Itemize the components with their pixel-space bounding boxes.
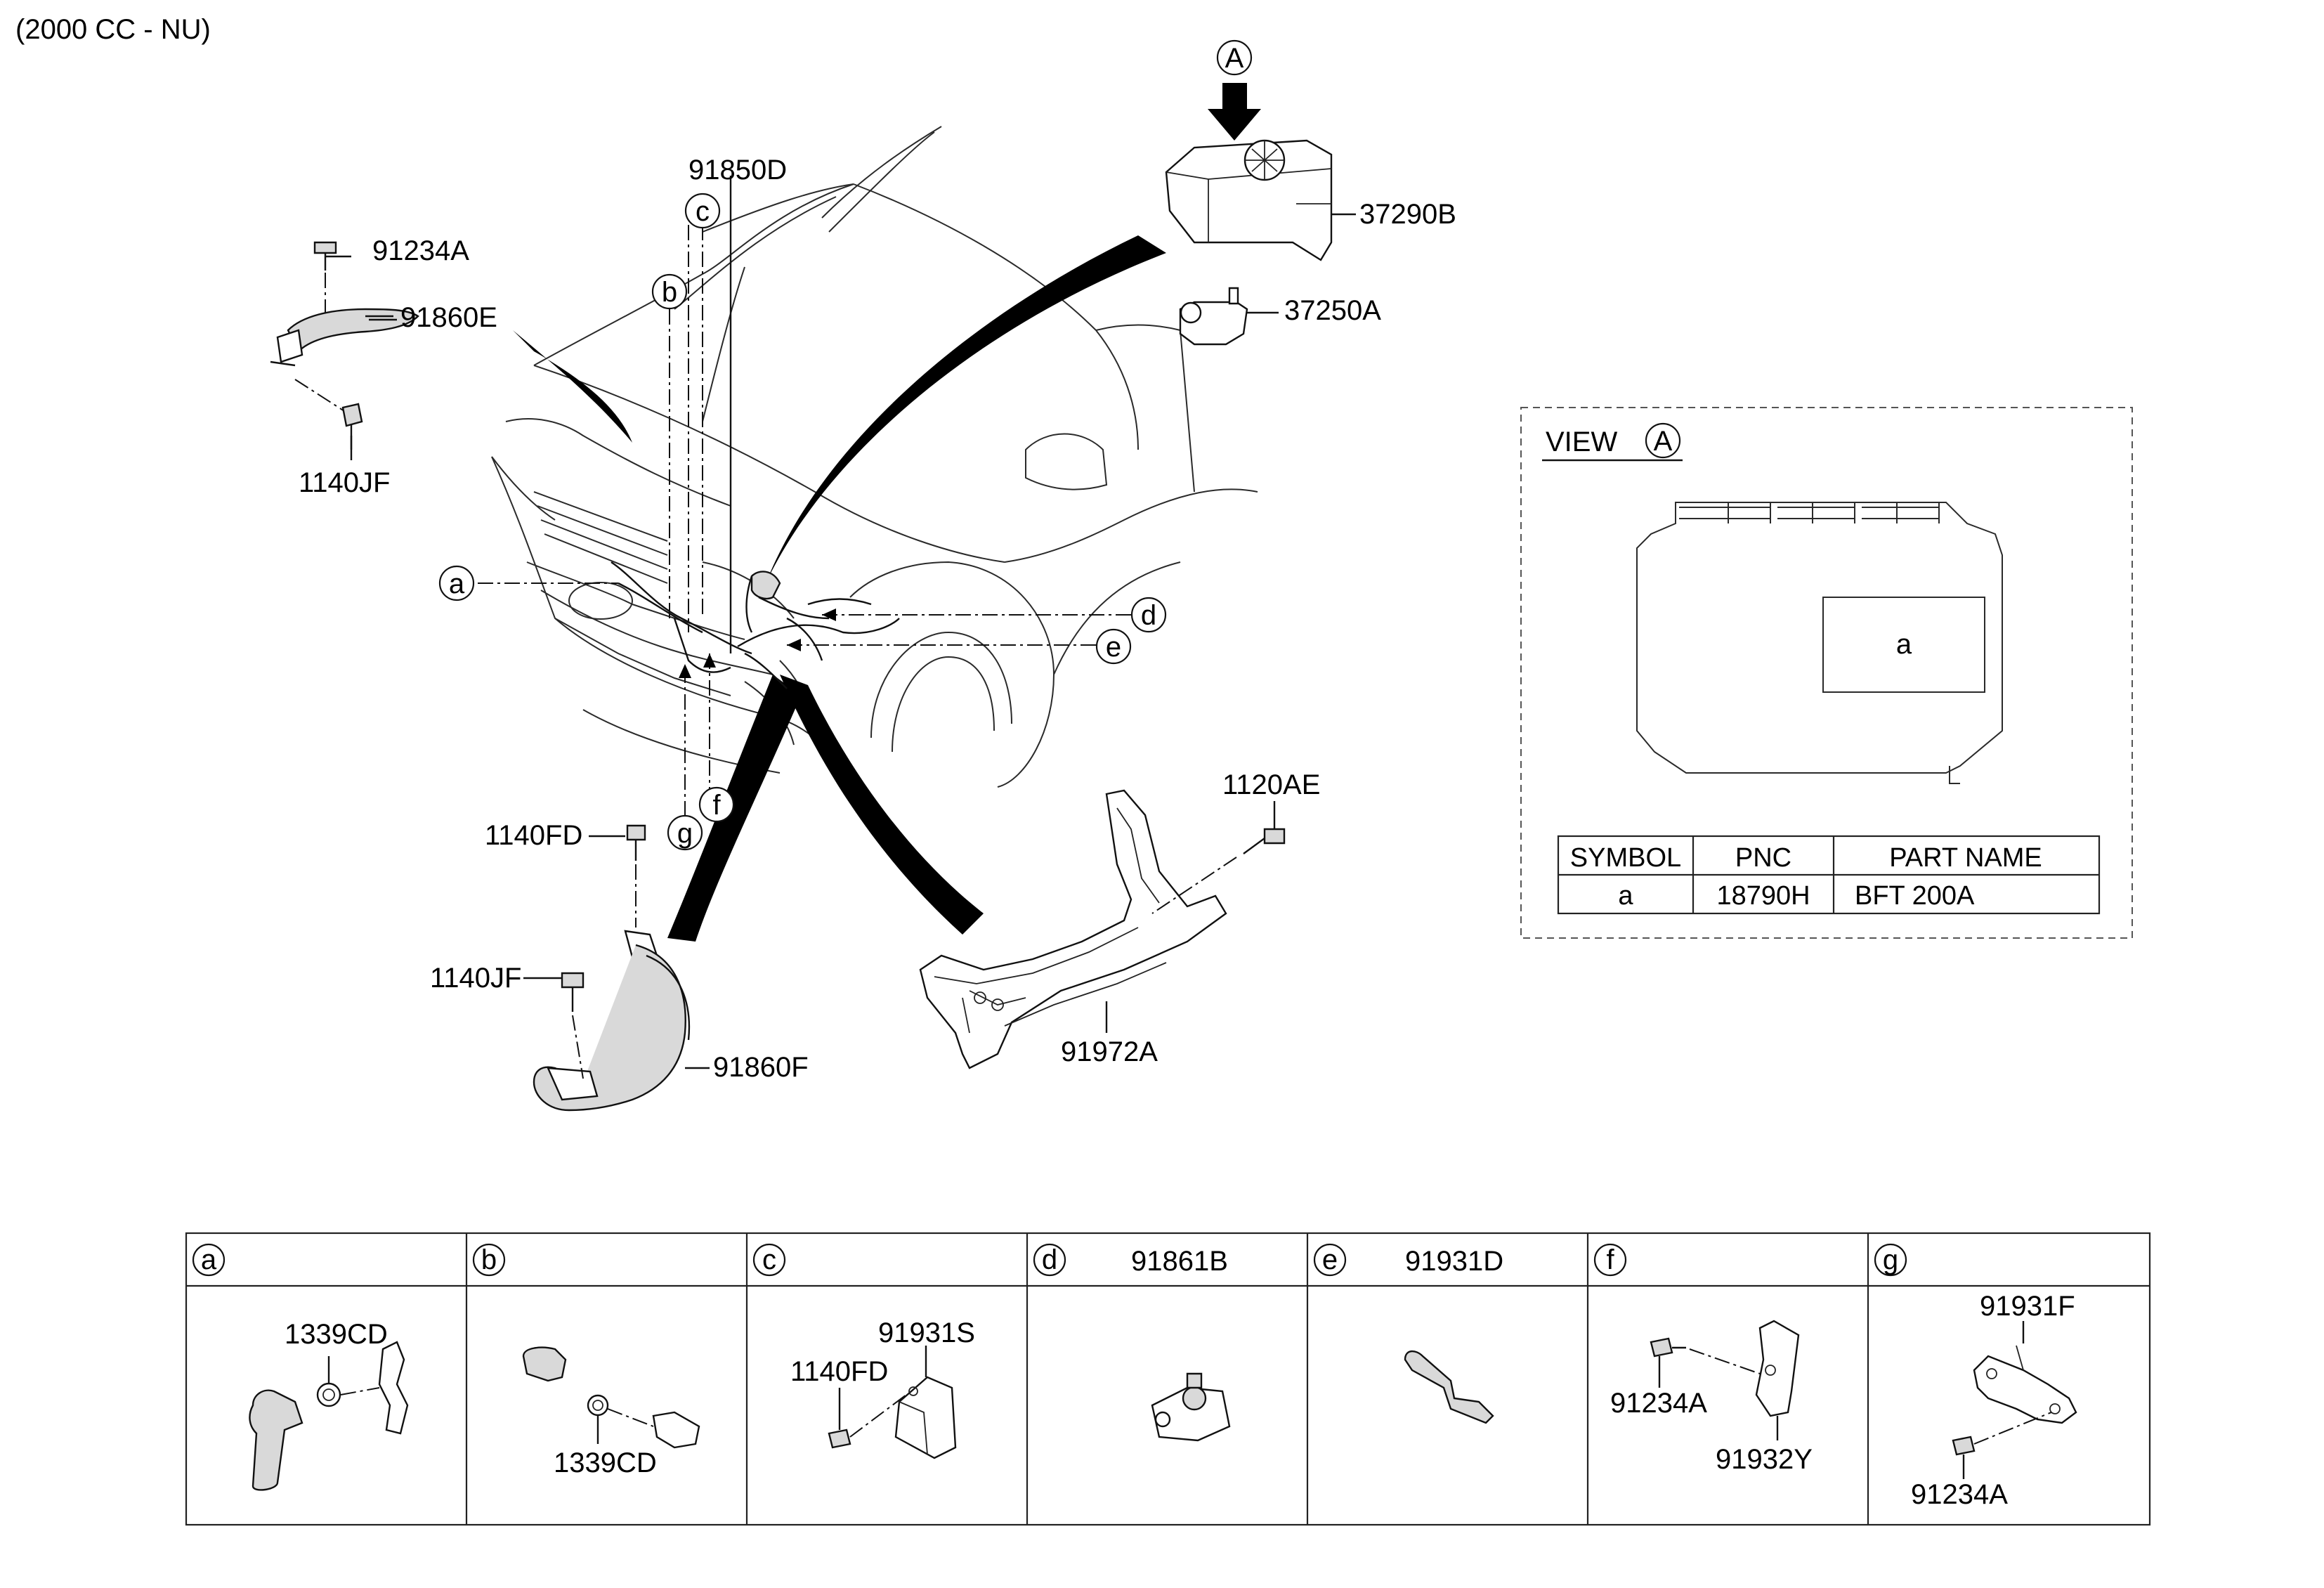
part-label-91860F: 91860F [713, 1052, 809, 1083]
detail-cell-g: g 91931F 91234A [1874, 1243, 2077, 1510]
detail-b-part-1339CD: 1339CD [554, 1447, 657, 1478]
harness-91860E-group [270, 241, 419, 460]
detail-g-part-91931F: 91931F [1980, 1291, 2075, 1322]
svg-text:e: e [1106, 632, 1121, 663]
pointer-wedges [513, 235, 1166, 942]
view-table-header-symbol: SYMBOL [1570, 843, 1681, 873]
svg-text:a: a [201, 1244, 217, 1275]
detail-g-part-91234A: 91234A [1911, 1479, 2008, 1510]
detail-f-part-91932Y: 91932Y [1716, 1444, 1813, 1475]
svg-text:c: c [696, 196, 710, 227]
part-label-91850D: 91850D [688, 155, 787, 186]
detail-e-part-91931D: 91931D [1405, 1246, 1503, 1277]
svg-text:d: d [1141, 600, 1156, 631]
svg-text:A: A [1654, 426, 1673, 457]
part-label-1140FD-main: 1140FD [485, 820, 582, 851]
battery-cable-91860F-group [533, 824, 691, 1112]
svg-text:f: f [712, 790, 721, 821]
view-table-cell-partname: BFT 200A [1855, 881, 1975, 911]
detail-f-part-91234A: 91234A [1610, 1388, 1707, 1419]
view-table-header-pnc: PNC [1735, 843, 1791, 873]
detail-table-grid [185, 1232, 2151, 1526]
callout-f: f [698, 786, 735, 823]
terminal-37250A [1179, 287, 1248, 346]
callout-g: g [667, 814, 703, 851]
car-outline [491, 126, 1258, 788]
svg-text:g: g [1883, 1244, 1898, 1275]
bracket-91972A-group [919, 789, 1286, 1069]
part-label-1140JF-top: 1140JF [299, 467, 390, 498]
callout-e: e [1095, 628, 1132, 665]
svg-text:g: g [677, 818, 693, 849]
callout-A-main: A [1216, 39, 1253, 76]
svg-text:b: b [662, 277, 677, 308]
view-table-cell-pnc: 18790H [1716, 881, 1810, 911]
view-symbol-a: a [1896, 629, 1912, 660]
svg-text:A: A [1225, 43, 1244, 74]
engine-note: (2000 CC - NU) [15, 14, 211, 45]
part-label-1140JF-bottom: 1140JF [430, 963, 521, 994]
part-label-91234A: 91234A [372, 235, 469, 266]
view-title: VIEW [1546, 427, 1617, 457]
part-label-1120AE: 1120AE [1222, 769, 1320, 800]
detail-d-part-91861B: 91861B [1131, 1246, 1228, 1277]
svg-text:a: a [449, 568, 465, 599]
part-label-37290B: 37290B [1359, 199, 1456, 230]
detail-c-part-91931S: 91931S [878, 1317, 975, 1348]
callout-d: d [1130, 597, 1167, 633]
part-label-37250A: 37250A [1284, 295, 1381, 326]
callout-b: b [651, 273, 688, 310]
callout-c: c [684, 193, 721, 229]
part-label-91972A: 91972A [1061, 1036, 1158, 1067]
detail-cell-d: d 91861B [1033, 1243, 1231, 1442]
part-label-91860E: 91860E [400, 302, 497, 333]
detail-cell-e: e 91931D [1313, 1243, 1503, 1424]
view-table-cell-symbol: a [1618, 881, 1633, 911]
view-table-header-partname: PART NAME [1889, 843, 2042, 873]
detail-cell-f: f 91234A 91932Y [1593, 1243, 1813, 1475]
svg-text:e: e [1322, 1244, 1338, 1275]
detail-a-part-1339CD: 1339CD [285, 1319, 388, 1350]
fuse-box-top-view [1636, 502, 2003, 784]
view-ref-callout: A [1645, 422, 1681, 459]
svg-text:c: c [762, 1244, 776, 1275]
callout-a: a [438, 565, 475, 601]
main-harness [611, 561, 900, 689]
detail-c-part-1140FD: 1140FD [790, 1356, 888, 1387]
detail-cell-a: a 1339CD [192, 1243, 409, 1491]
leader-lines-car [478, 176, 1131, 815]
detail-cell-b: b 1339CD [472, 1243, 700, 1478]
view-table [1557, 835, 2101, 915]
fuse-box-cover-37290B [1165, 83, 1333, 261]
detail-cell-c: c 91931S 1140FD [752, 1243, 975, 1459]
svg-text:d: d [1042, 1244, 1057, 1275]
svg-text:b: b [481, 1244, 497, 1275]
view-a-box [1520, 407, 2133, 939]
svg-text:f: f [1606, 1244, 1614, 1275]
